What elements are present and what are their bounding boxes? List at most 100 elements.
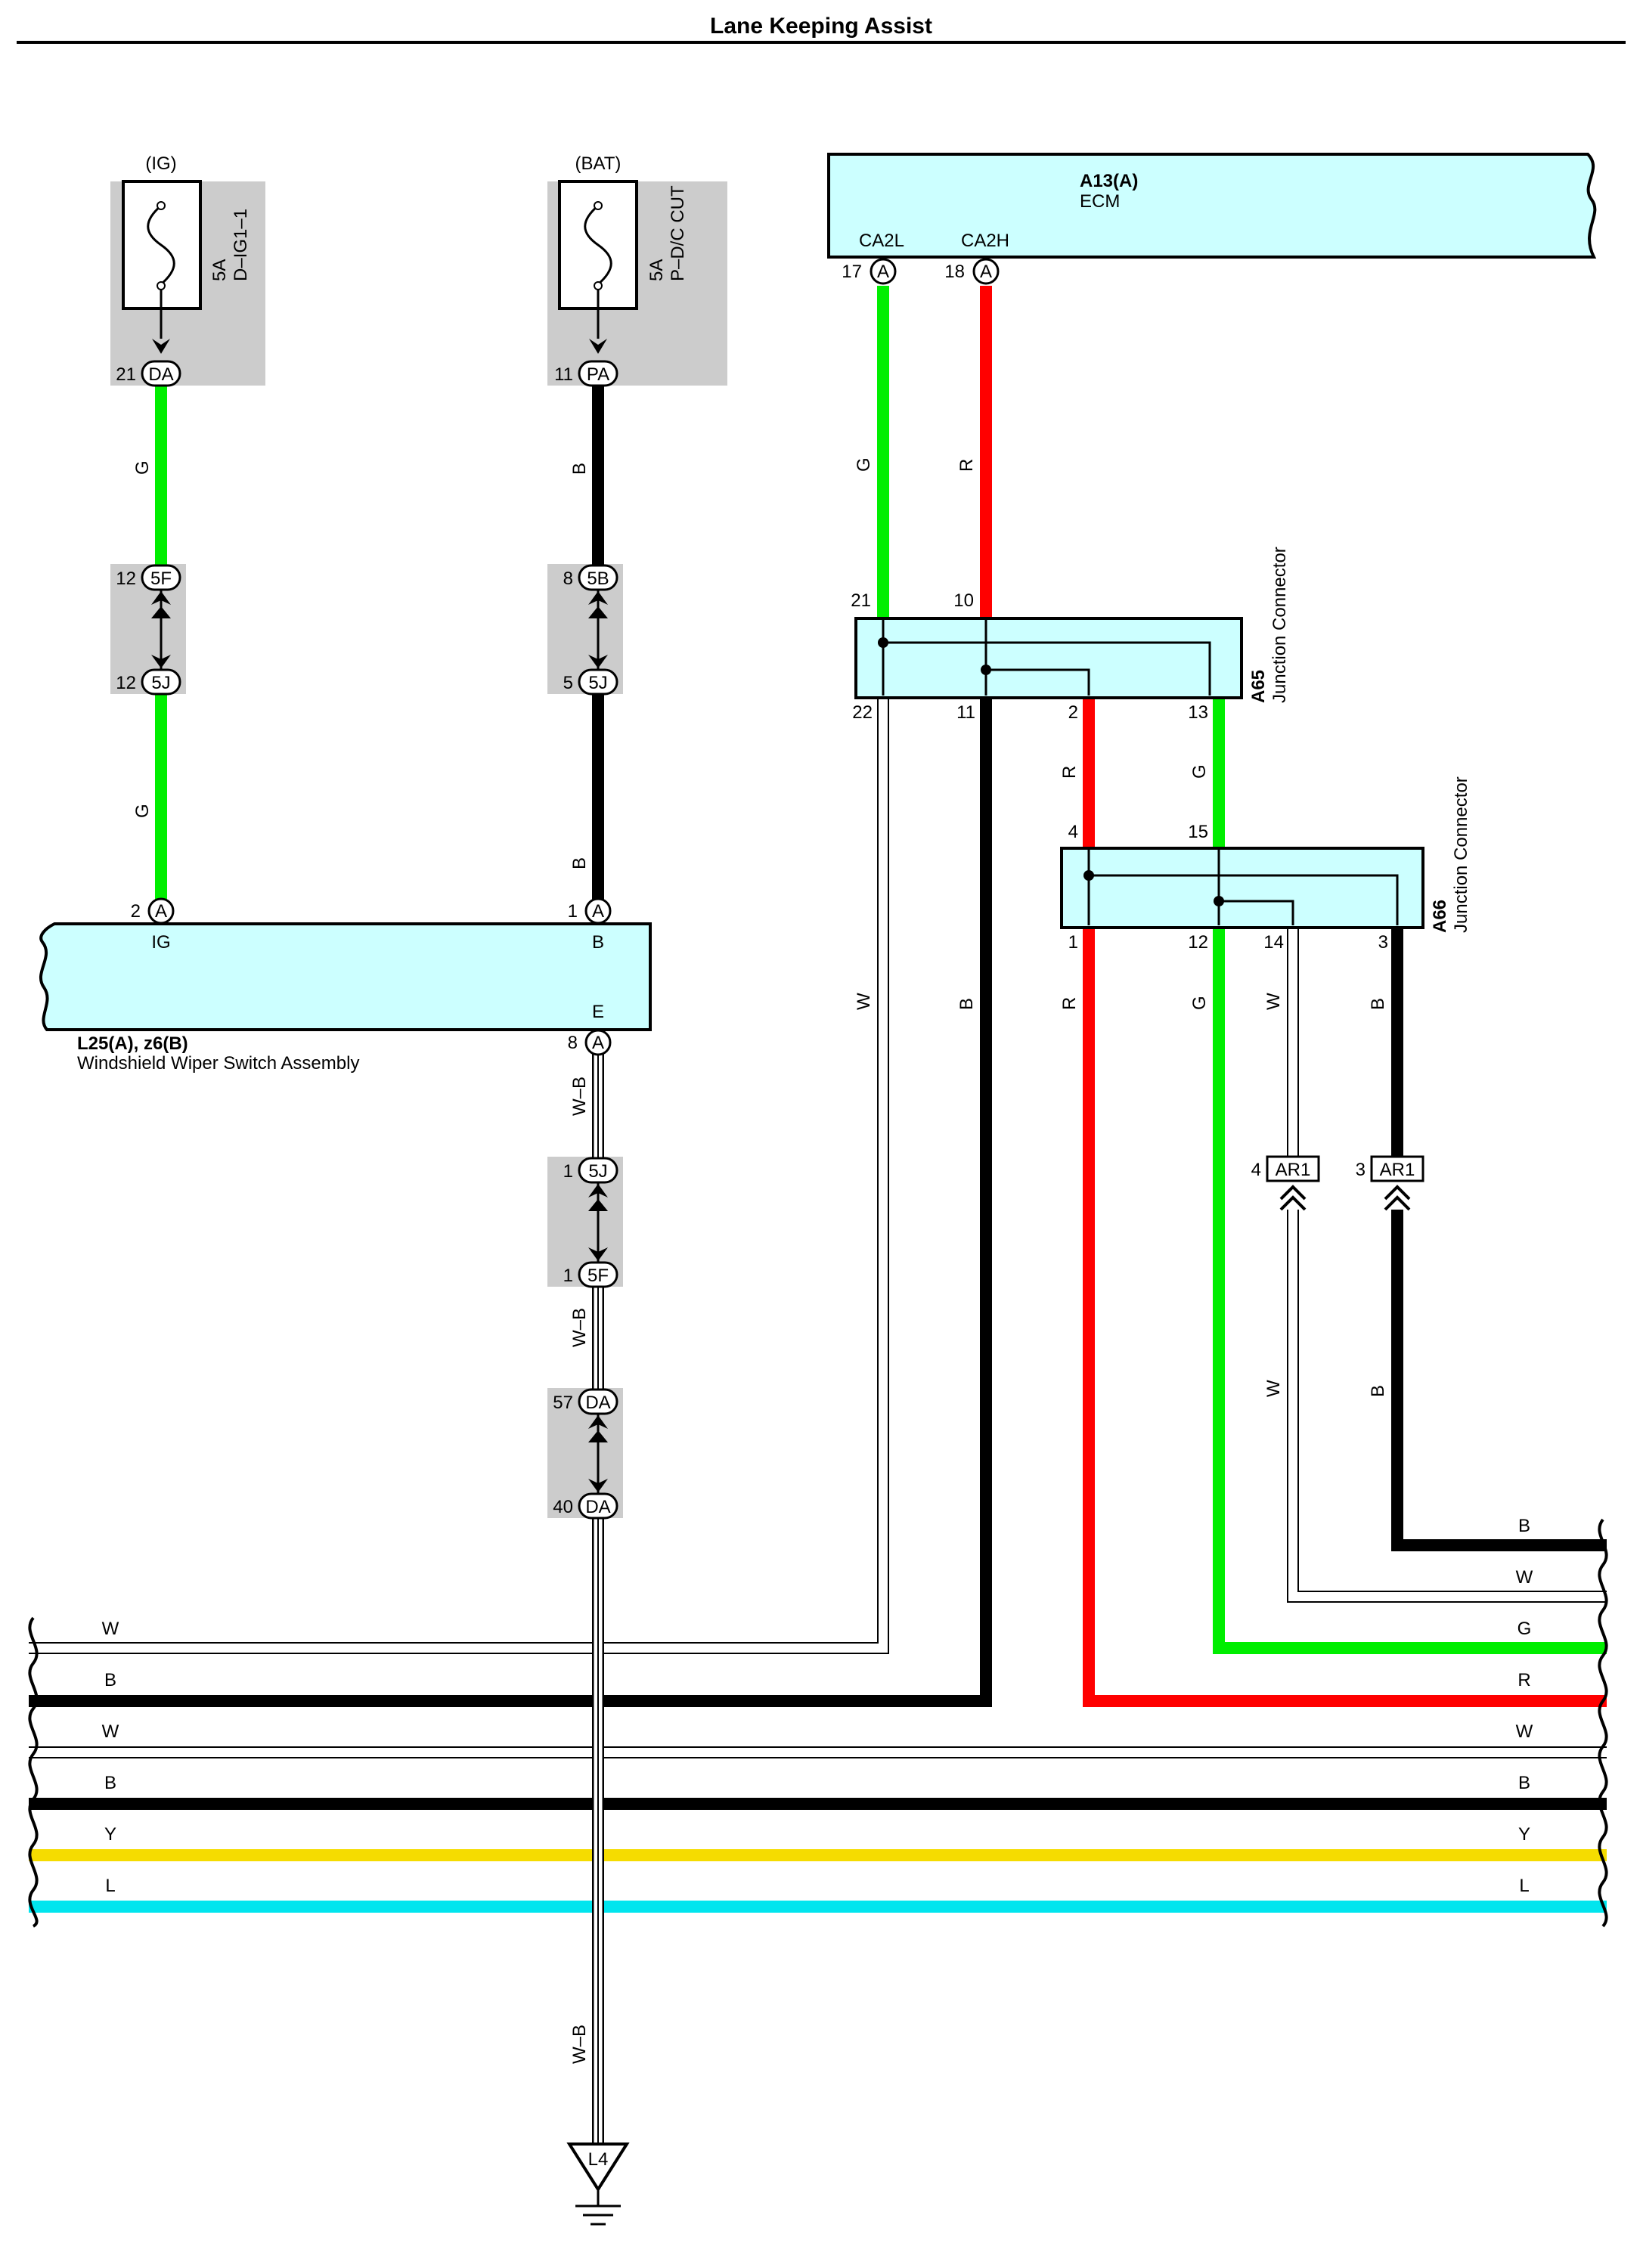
connector-da-ig-label: DA	[148, 364, 173, 385]
ecm-connector-18	[972, 258, 1000, 285]
fuse-bat-source: (BAT)	[575, 153, 622, 174]
wire-label-w-a65: W	[854, 993, 874, 1010]
wire-b-ar1-bus	[1391, 1210, 1607, 1551]
pin-10-a65: 10	[953, 590, 974, 611]
bus-break-left	[28, 1616, 39, 1928]
ecm-connector-18-label: A	[980, 262, 992, 282]
fuse-bat-name: P–D/C CUT	[668, 185, 688, 281]
connector-5j-left	[141, 668, 181, 696]
wiper-switch-body	[39, 922, 652, 1031]
connector-da-da-arrows	[588, 1415, 608, 1492]
bus-label-right-l: L	[1519, 1876, 1529, 1896]
wire-label-b-1: B	[569, 463, 590, 475]
wiper-connector-2-label: A	[155, 901, 167, 922]
pin-17-label: 17	[842, 262, 862, 282]
pin-14-a66: 14	[1263, 932, 1284, 953]
pin-12-5f: 12	[116, 569, 136, 589]
pin-22-a65: 22	[852, 702, 873, 723]
connector-ar1-b-label: AR1	[1380, 1160, 1415, 1180]
wire-label-b-a65: B	[956, 998, 977, 1010]
connector-ar1-w-label: AR1	[1276, 1160, 1311, 1180]
pin-12-5j: 12	[116, 673, 136, 693]
junction-a65-internal-w	[882, 618, 1211, 696]
wire-label-r-ecm: R	[956, 459, 977, 472]
junction-a65-internal-r	[984, 618, 1090, 696]
fuse-ig-rating: 5A	[209, 259, 230, 281]
wire-r-a66-bus	[1083, 927, 1607, 1707]
ecm-id: A13(A)	[1080, 171, 1138, 191]
connector-ar1-b-arrow	[1384, 1185, 1411, 1211]
fuse-bat-arrow	[589, 339, 607, 354]
bus-label-right-b-2: B	[1518, 1773, 1530, 1793]
wire-label-b-2: B	[569, 857, 590, 869]
connector-da-40-label: DA	[585, 1497, 610, 1517]
bus-label-left-w-1: W	[102, 1619, 119, 1639]
pin-13-a65: 13	[1188, 702, 1208, 723]
bus-label-right-g: G	[1517, 1619, 1532, 1639]
pin-18-label: 18	[944, 262, 965, 282]
ecm-body	[827, 153, 1597, 259]
wire-label-r-a66: R	[1059, 997, 1080, 1010]
wiper-switch-pin-b: B	[592, 932, 604, 953]
fuse-ig-arrow	[152, 339, 170, 354]
bus-label-left-w-2: W	[102, 1721, 119, 1742]
pin-21-da: 21	[116, 364, 136, 385]
wire-label-wb-2: W–B	[569, 1308, 590, 1347]
junction-a65-body	[854, 617, 1243, 699]
wire-w-a65-bus-fill	[29, 697, 888, 1653]
connector-da-ig	[141, 360, 181, 387]
connector-5f-5j-left-arrows	[151, 591, 171, 668]
junction-a66-node-2	[1214, 896, 1224, 906]
pin-8-5b: 8	[563, 569, 573, 589]
fuse-ig-terminal-bottom	[157, 281, 166, 290]
bus-label-right-w-2: W	[1516, 1721, 1533, 1742]
wiper-switch-id: L25(A), z6(B)	[77, 1033, 188, 1054]
junction-a66-id: A66	[1430, 900, 1450, 933]
page-title: Lane Keeping Assist	[710, 14, 932, 39]
junction-a66-name: Junction Connector	[1451, 776, 1471, 933]
wiper-connector-1-label: A	[592, 901, 604, 922]
connector-5j-5f-arrows	[588, 1184, 608, 1261]
wire-label-g-a65: G	[1189, 764, 1210, 779]
junction-a65-node-2	[981, 665, 991, 675]
pin-11-a65: 11	[956, 702, 975, 723]
bus-break-right	[1598, 1518, 1608, 1928]
connector-ar1-w	[1266, 1155, 1320, 1182]
bus-label-right-w-1: W	[1516, 1567, 1533, 1588]
fuse-ig-name: D–IG1–1	[231, 209, 251, 281]
ground-l4-label: L4	[588, 2149, 609, 2170]
bus-label-left-l: L	[105, 1876, 115, 1896]
connector-5f-left-label: 5F	[150, 569, 172, 589]
pin-8-wiper: 8	[568, 1033, 578, 1053]
ecm-connector-17-label: A	[877, 262, 889, 282]
pin-2-wiper: 2	[131, 901, 141, 922]
ecm-pin-ca2h: CA2H	[961, 231, 1009, 251]
wire-label-wb-3: W–B	[569, 2025, 590, 2064]
ecm-pin-ca2l: CA2L	[859, 231, 904, 251]
ecm-connector-17	[870, 258, 897, 285]
wire-label-w-ar1: W	[1263, 1380, 1284, 1397]
connector-pa	[578, 360, 618, 387]
connector-5b-label: 5B	[587, 569, 609, 589]
wiper-connector-8-label: A	[592, 1033, 604, 1053]
junction-a65-node-1	[878, 637, 888, 648]
bus-label-left-y: Y	[104, 1824, 116, 1845]
wire-b-a65-bus	[29, 697, 992, 1707]
connector-5f-wb	[578, 1261, 618, 1288]
wire-label-g-a66: G	[1189, 996, 1210, 1010]
pin-3-ar1: 3	[1356, 1160, 1366, 1180]
bus-label-left-b-1: B	[104, 1670, 116, 1690]
pin-40-da: 40	[553, 1497, 573, 1517]
wiper-connector-2	[147, 897, 175, 925]
connector-5j-wb-label: 5J	[588, 1161, 607, 1182]
pin-1-5j: 1	[563, 1161, 573, 1182]
connector-ar1-w-arrow	[1279, 1185, 1307, 1211]
fuse-ig-source: (IG)	[145, 153, 176, 174]
wire-label-w-a66: W	[1263, 993, 1284, 1010]
wiper-switch-name: Windshield Wiper Switch Assembly	[77, 1053, 359, 1074]
pin-4-ar1: 4	[1251, 1160, 1261, 1180]
wire-label-g-2: G	[132, 804, 153, 818]
ground-l4-triangle	[566, 2143, 630, 2192]
pin-5-5j: 5	[563, 673, 573, 693]
